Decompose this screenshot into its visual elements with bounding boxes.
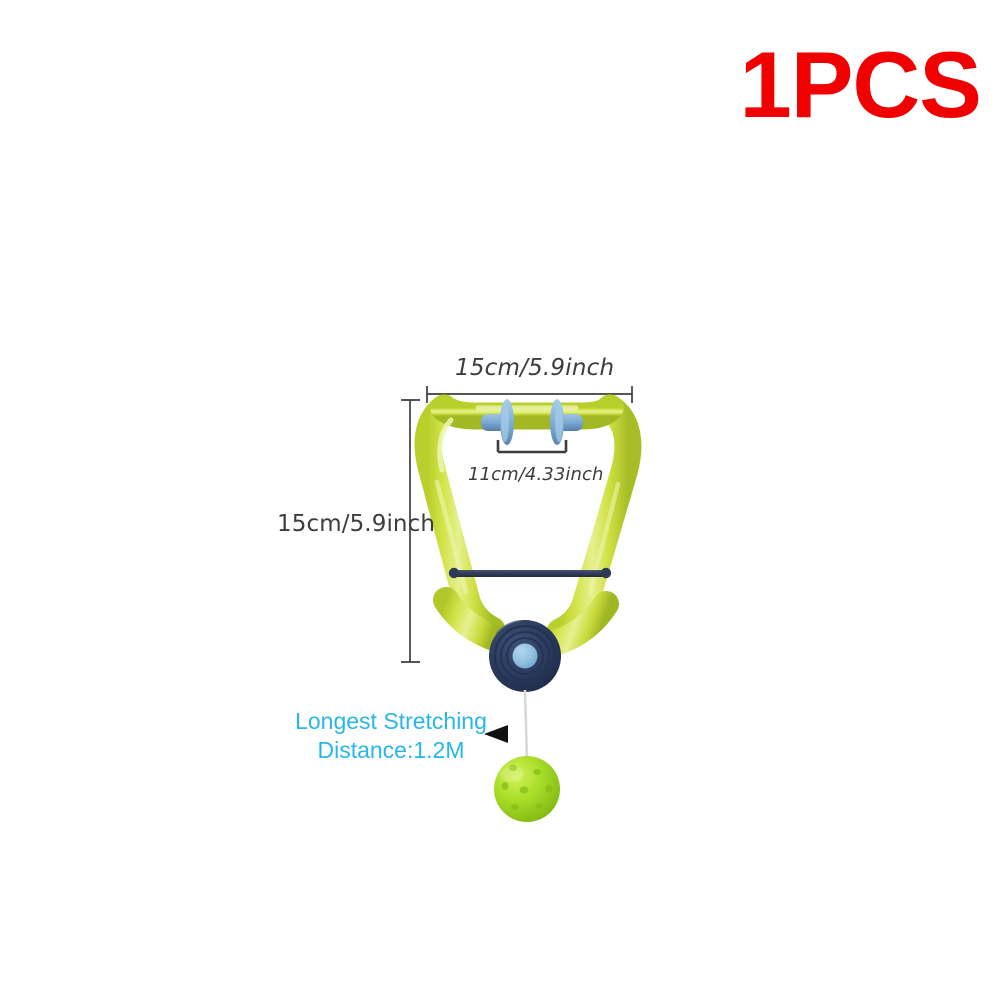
reel-center-button [512, 643, 538, 669]
dimension-line-top-width [426, 386, 633, 403]
retractor-reel-hub [489, 620, 561, 692]
trainer-frame [414, 394, 642, 657]
dimension-label-height: 15cm/5.9inch [277, 511, 436, 537]
pickleball [494, 756, 560, 822]
elastic-string [523, 689, 529, 763]
dimension-lines [401, 386, 633, 663]
suction-cup-left [481, 399, 514, 445]
stretch-callout-line2: Distance:1.2M [317, 737, 465, 764]
quantity-badge: 1PCS [739, 32, 982, 137]
dimension-line-inner-width [496, 440, 568, 454]
stretch-distance-callout: Longest Stretching Distance:1.2M [286, 707, 496, 766]
stretch-callout-line1: Longest Stretching [295, 708, 487, 734]
stretch-arrow-icon [484, 725, 552, 743]
suction-cup-right [550, 399, 583, 445]
frame-crossbar [448, 567, 612, 579]
dimension-line-height [401, 399, 420, 663]
dimension-label-top-width: 15cm/5.9inch [455, 355, 615, 381]
dimension-label-inner-width: 11cm/4.33inch [468, 464, 604, 485]
